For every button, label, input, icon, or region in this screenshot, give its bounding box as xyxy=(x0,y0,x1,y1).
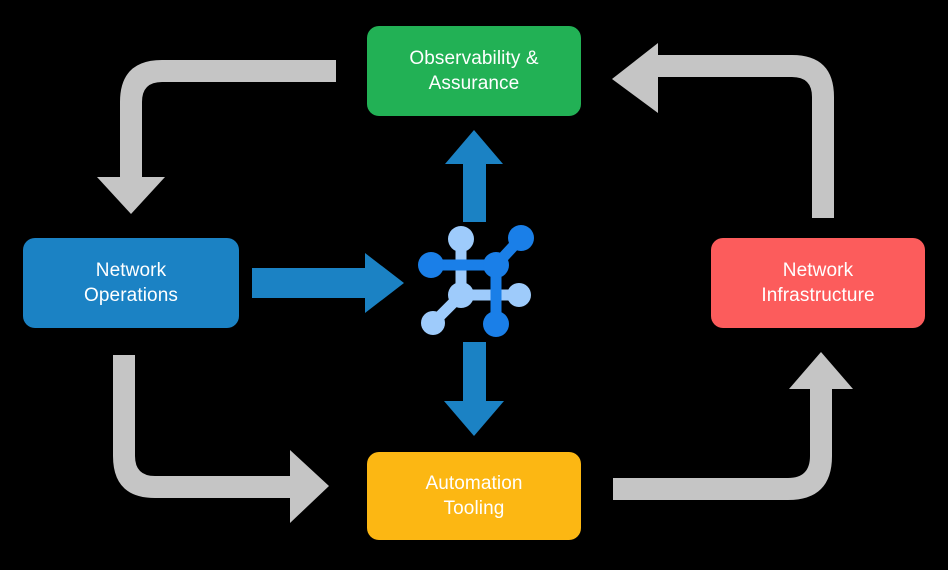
arrow-network-operations-to-automation-tooling[interactable] xyxy=(113,355,329,523)
node-automation-tooling-label: Automation Tooling xyxy=(425,472,523,519)
arrow-network-infrastructure-to-observability[interactable] xyxy=(612,43,834,218)
node-network-operations-label: Network Operations xyxy=(84,259,178,306)
node-observability-assurance-label: Observability & Assurance xyxy=(409,47,539,94)
node-automation-tooling[interactable]: Automation Tooling xyxy=(367,452,581,540)
node-network-infrastructure[interactable]: Network Infrastructure xyxy=(711,238,925,328)
arrow-center-to-automation-tooling[interactable] xyxy=(444,342,504,436)
topology-light-nodes xyxy=(421,226,531,335)
topology-dark-nodes xyxy=(418,225,534,337)
node-observability-assurance[interactable]: Observability & Assurance xyxy=(367,26,581,116)
arrow-observability-to-network-operations[interactable] xyxy=(97,60,336,214)
arrow-automation-tooling-to-network-infrastructure[interactable] xyxy=(613,352,853,500)
network-topology-icon-glyph xyxy=(418,225,534,337)
arrow-center-to-observability[interactable] xyxy=(445,130,503,222)
arrow-network-operations-to-center[interactable] xyxy=(252,253,404,313)
node-network-infrastructure-label: Network Infrastructure xyxy=(761,259,875,306)
node-network-operations[interactable]: Network Operations xyxy=(23,238,239,328)
